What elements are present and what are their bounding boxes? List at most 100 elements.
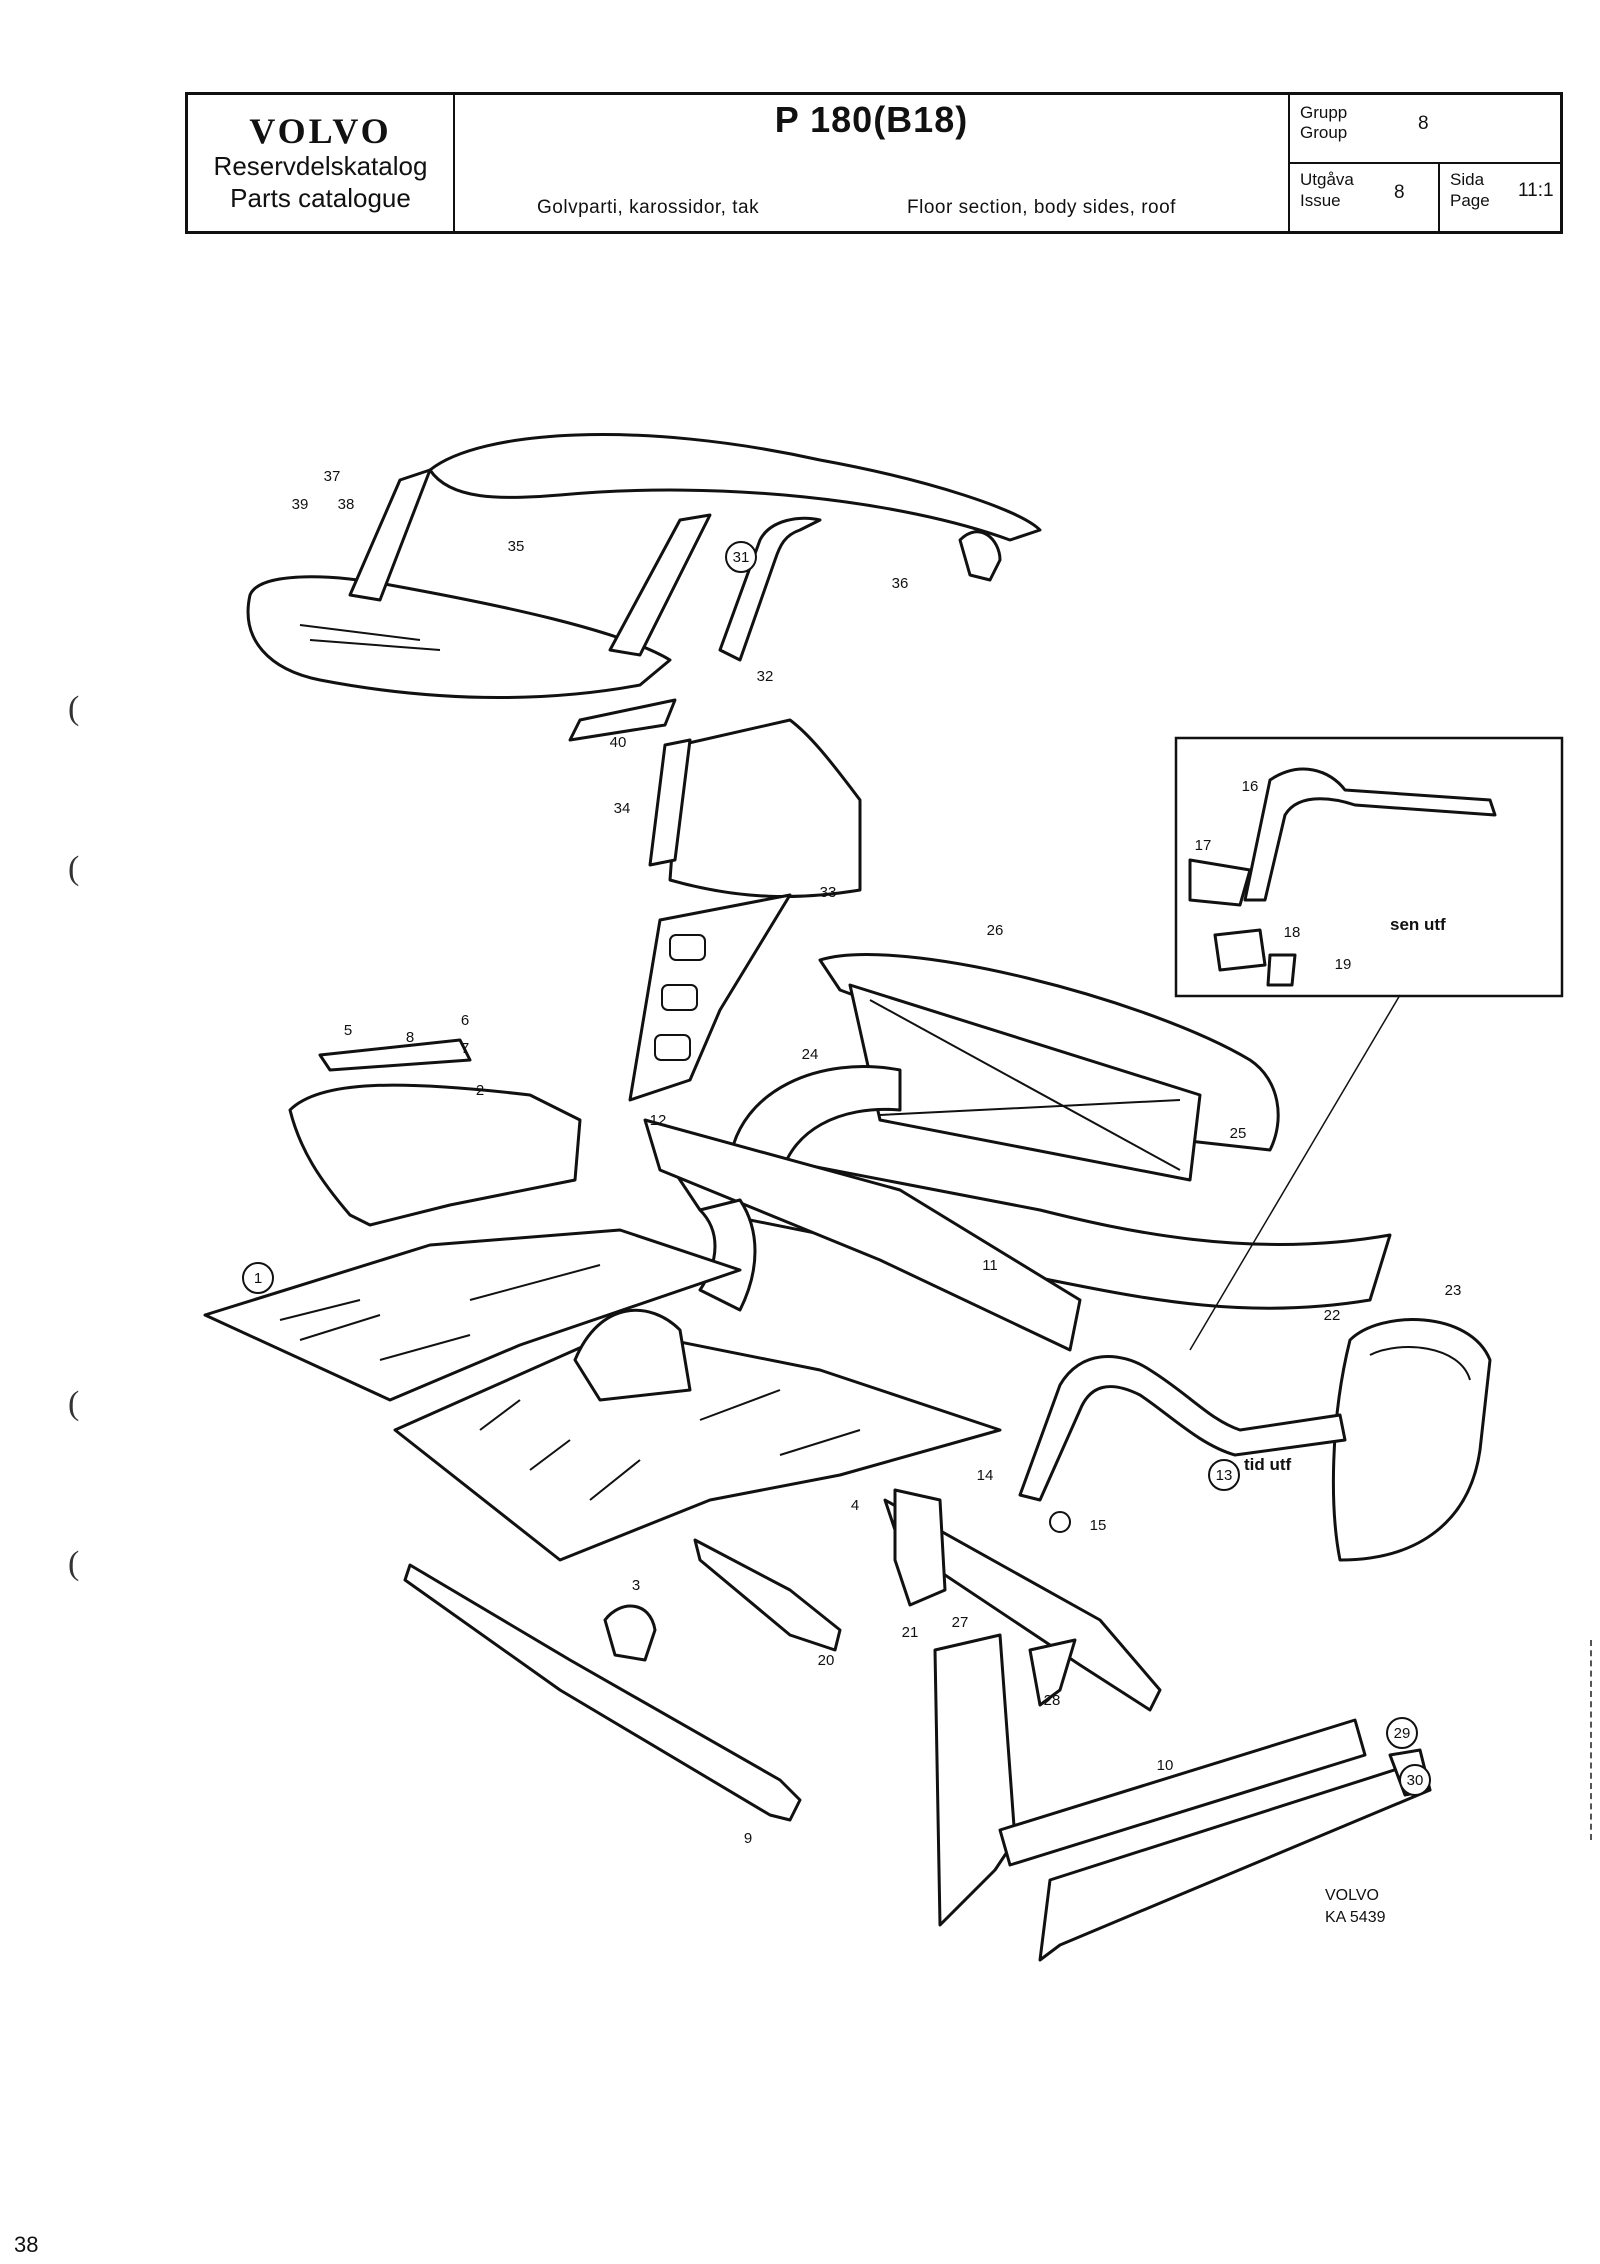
callout-14: 14 <box>977 1467 994 1484</box>
model-title: P 180(B18) <box>774 99 969 140</box>
section-title-en: Floor section, body sides, roof <box>907 197 1176 218</box>
callout-5: 5 <box>344 1022 352 1039</box>
callout-number: 35 <box>508 538 525 555</box>
callout-31: 31 <box>725 541 757 573</box>
callout-1: 1 <box>242 1262 274 1294</box>
page-number: 38 <box>14 2232 39 2257</box>
binding-mark: ( <box>68 850 80 887</box>
issue-label-en: Issue <box>1300 191 1341 210</box>
callout-circle <box>725 541 757 573</box>
punch-margin-mark <box>1590 1640 1595 1840</box>
page-label-en: Page <box>1450 191 1490 210</box>
callout-30: 30 <box>1399 1764 1431 1796</box>
callout-circle <box>242 1262 274 1294</box>
page-label-sv: Sida <box>1450 170 1485 189</box>
reference-code: KA 5439 <box>1325 1909 1386 1926</box>
rear-valance <box>1018 1355 1347 1533</box>
callout-20: 20 <box>818 1652 835 1669</box>
group-cell: Grupp Group 8 <box>1290 95 1560 164</box>
callout-number: 30 <box>1407 1772 1424 1789</box>
callout-number: 24 <box>802 1046 819 1063</box>
callout-32: 32 <box>757 668 774 685</box>
callout-25: 25 <box>1230 1125 1247 1142</box>
tunnel-cover <box>288 1038 582 1227</box>
callout-number: 34 <box>614 800 631 817</box>
callout-circle <box>1399 1764 1431 1796</box>
group-label-en: Group <box>1300 123 1348 142</box>
callout-number: 19 <box>1335 956 1352 973</box>
callout-24: 24 <box>802 1046 819 1063</box>
callout-number: 23 <box>1445 1282 1462 1299</box>
callout-number: 12 <box>650 1112 667 1129</box>
callout-26: 26 <box>987 922 1004 939</box>
callout-number: 25 <box>1230 1125 1247 1142</box>
callout-number: 29 <box>1394 1725 1411 1742</box>
callout-number: 6 <box>461 1012 469 1029</box>
callout-35: 35 <box>508 538 525 555</box>
callout-number: 40 <box>610 734 627 751</box>
callout-18: 18 <box>1284 924 1301 941</box>
callout-number: 39 <box>292 496 309 513</box>
callout-number: 26 <box>987 922 1004 939</box>
callout-number: 7 <box>461 1040 469 1057</box>
callout-21: 21 <box>902 1624 919 1641</box>
rear-rails <box>643 1118 1082 1352</box>
callout-number: 11 <box>982 1257 998 1274</box>
section-title-sv: Golvparti, karossidor, tak <box>537 197 760 218</box>
callout-34: 34 <box>614 800 631 817</box>
callout-number: 15 <box>1090 1517 1107 1534</box>
title-cell: P 180(B18) Golvparti, karossidor, tak Fl… <box>455 95 1290 231</box>
callout-6: 6 <box>461 1012 469 1029</box>
callout-11: 11 <box>982 1257 998 1274</box>
reference-brand: VOLVO <box>1325 1887 1379 1904</box>
callout-8: 8 <box>406 1029 414 1046</box>
callout-number: 2 <box>476 1082 484 1099</box>
callout-number: 3 <box>632 1577 640 1594</box>
callout-number: 14 <box>977 1467 994 1484</box>
callout-number: 36 <box>892 575 909 592</box>
catalog-title-sv: Reservdelskatalog <box>213 151 428 181</box>
issue-page-row: Utgåva Issue 8 Sida Page 11:1 <box>1290 164 1560 231</box>
binding-mark: ( <box>68 1545 80 1582</box>
callout-28: 28 <box>1044 1692 1061 1709</box>
callout-number: 38 <box>338 496 355 513</box>
issue-label-sv: Utgåva <box>1300 170 1354 189</box>
brand-cell: VOLVO Reservdelskatalog Parts catalogue <box>188 95 455 231</box>
issue-cell: Utgåva Issue 8 <box>1290 164 1440 231</box>
brand-logo: VOLVO <box>249 111 392 151</box>
callout-37: 37 <box>324 468 341 485</box>
callout-number: 4 <box>851 1497 859 1514</box>
front-floor-panel <box>203 1228 742 1402</box>
callout-number: 8 <box>406 1029 414 1046</box>
callout-16: 16 <box>1242 778 1259 795</box>
issue-value: 8 <box>1394 182 1405 203</box>
callout-2: 2 <box>476 1082 484 1099</box>
page-cell: Sida Page 11:1 <box>1440 164 1560 231</box>
callout-number: 10 <box>1157 1757 1174 1774</box>
callout-13: 13 <box>1208 1459 1240 1491</box>
callout-number: 22 <box>1324 1307 1341 1324</box>
callout-27: 27 <box>952 1614 969 1631</box>
callout-number: 37 <box>324 468 341 485</box>
callout-circle <box>1208 1459 1240 1491</box>
binding-mark: ( <box>68 1385 80 1422</box>
catalog-title-en: Parts catalogue <box>230 183 411 213</box>
meta-cell: Grupp Group 8 Utgåva Issue 8 Sida Page 1… <box>1290 95 1560 231</box>
variant-label: tid utf <box>1244 1455 1292 1474</box>
callout-33: 33 <box>820 884 837 901</box>
callout-7: 7 <box>461 1040 469 1057</box>
rear-floor-panel <box>393 1308 1002 1562</box>
callout-17: 17 <box>1195 837 1212 854</box>
callout-29: 29 <box>1386 1717 1418 1749</box>
callout-number: 5 <box>344 1022 352 1039</box>
inset-detail-box <box>1174 736 1564 1351</box>
callout-number: 32 <box>757 668 774 685</box>
callout-number: 17 <box>1195 837 1212 854</box>
callout-number: 20 <box>818 1652 835 1669</box>
binding-mark: ( <box>68 690 80 727</box>
callout-4: 4 <box>851 1497 859 1514</box>
callout-number: 13 <box>1216 1467 1233 1484</box>
callout-23: 23 <box>1445 1282 1462 1299</box>
longitudinal-members <box>403 1488 1162 1822</box>
callout-40: 40 <box>610 734 627 751</box>
